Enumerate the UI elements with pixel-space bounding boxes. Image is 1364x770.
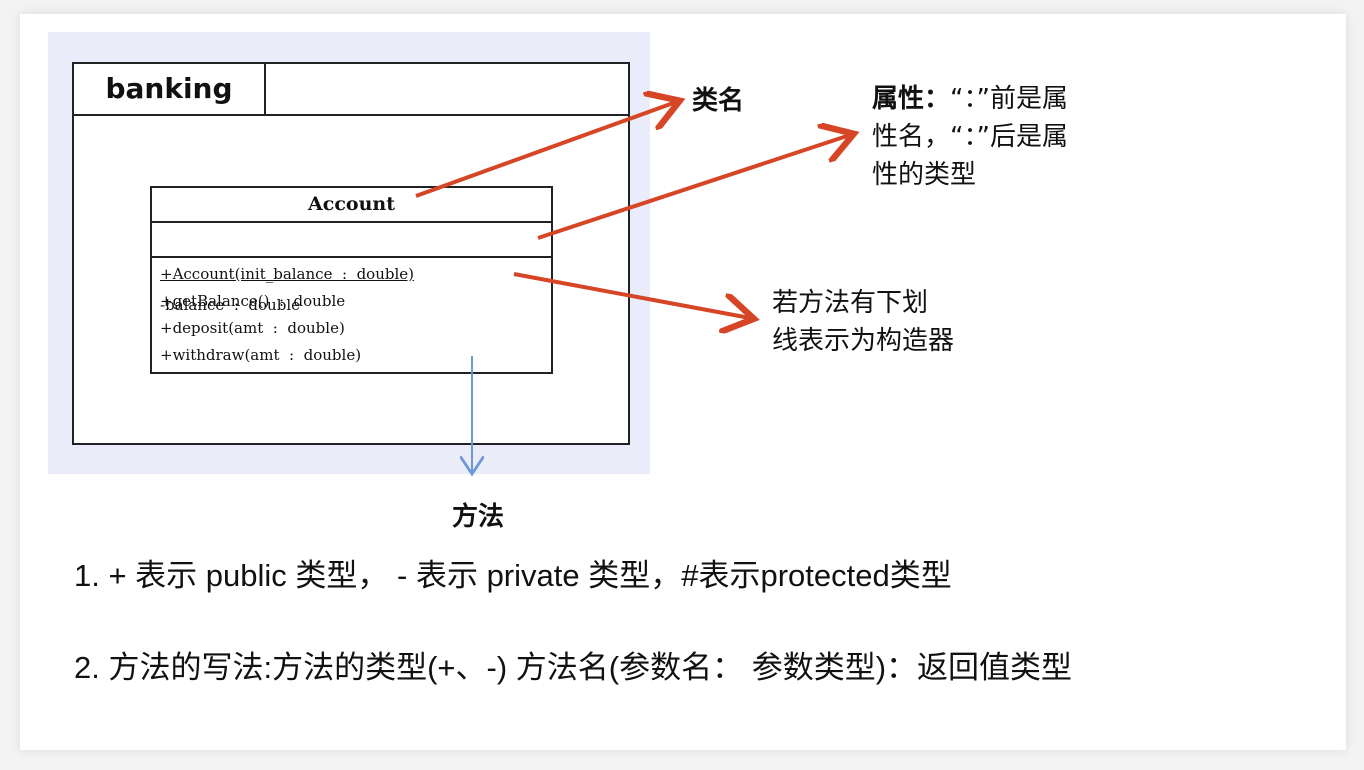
method-label: 方法	[452, 502, 505, 532]
attribute-label-line2: 性名，“：”后是属	[872, 122, 1068, 152]
class-name-label: 类名	[692, 86, 745, 116]
note-method-syntax: 2. 方法的写法:方法的类型(+、-) 方法名(参数名： 参数类型)：返回值类型	[74, 650, 1073, 685]
constructor-label-line1: 若方法有下划	[772, 288, 929, 318]
attribute-label: 属性：“：”前是属 性名，“：”后是属 性的类型	[872, 80, 1068, 194]
package-name: banking	[74, 64, 266, 116]
class-name: Account	[152, 188, 551, 223]
class-box: Account -balance : double +Account(init_…	[150, 186, 553, 374]
attribute-section: -balance : double	[152, 223, 551, 314]
method-deposit: +deposit(amt : double)	[160, 319, 345, 337]
method-withdraw: +withdraw(amt : double)	[160, 346, 362, 364]
note-access-modifiers: 1. + 表示 public 类型， - 表示 private 类型，#表示pr…	[74, 558, 952, 593]
constructor-label-line2: 线表示为构造器	[772, 326, 955, 356]
attribute-balance: -balance : double	[160, 296, 300, 314]
package-tab-divider	[74, 114, 628, 116]
constructor-label: 若方法有下划 线表示为构造器	[772, 284, 954, 360]
method-constructor: +Account(init_balance : double)	[160, 265, 414, 283]
method-section: +Account(init_balance : double) +getBala…	[152, 258, 551, 369]
attribute-label-line3: 性的类型	[872, 160, 977, 190]
method-get-balance: +getBalance() : double	[160, 292, 346, 310]
attribute-label-line1: 属性：“：”前是属	[872, 80, 1068, 118]
attribute-label-strong: 属性：	[872, 84, 951, 114]
attribute-label-rest: “：”前是属	[950, 84, 1068, 114]
